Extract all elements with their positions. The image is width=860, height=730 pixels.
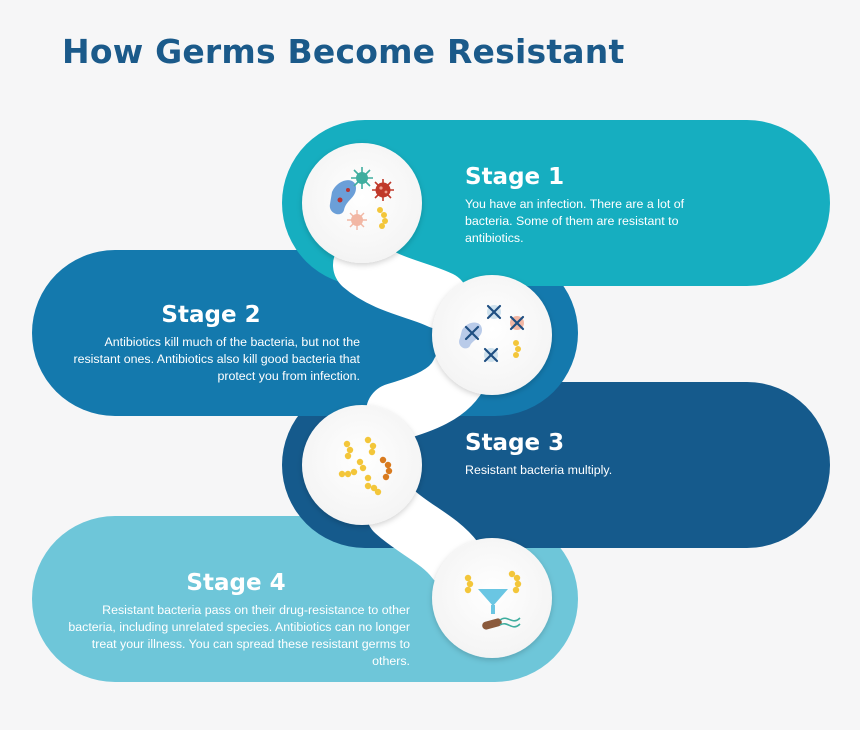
stage-2-text: Stage 2 Antibiotics kill much of the bac… bbox=[62, 302, 360, 385]
page-title: How Germs Become Resistant bbox=[62, 32, 625, 71]
stage-4-heading: Stage 4 bbox=[186, 570, 286, 596]
gene-transfer-icon bbox=[464, 570, 522, 630]
stage-3-heading: Stage 3 bbox=[465, 430, 565, 456]
stage-4-text: Stage 4 Resistant bacteria pass on their… bbox=[62, 570, 410, 670]
stage-2-heading: Stage 2 bbox=[161, 302, 261, 328]
stage-1-circle bbox=[302, 143, 422, 263]
stage-3-text: Stage 3 Resistant bacteria multiply. bbox=[465, 430, 745, 479]
stage-4-description: Resistant bacteria pass on their drug-re… bbox=[68, 603, 410, 668]
stage-1-description: You have an infection. There are a lot o… bbox=[465, 197, 685, 245]
stage-3-description: Resistant bacteria multiply. bbox=[465, 463, 613, 477]
stage-1-text: Stage 1 You have an infection. There are… bbox=[465, 164, 725, 247]
stage-2-circle bbox=[432, 275, 552, 395]
multiplying-bacteria-icon bbox=[338, 436, 393, 496]
stage-1-heading: Stage 1 bbox=[465, 164, 565, 190]
stage-2-description: Antibiotics kill much of the bacteria, b… bbox=[73, 335, 360, 383]
mixed-germs-icon bbox=[329, 167, 394, 230]
stage-1-band bbox=[282, 120, 830, 286]
killed-germs-icon bbox=[459, 304, 525, 363]
